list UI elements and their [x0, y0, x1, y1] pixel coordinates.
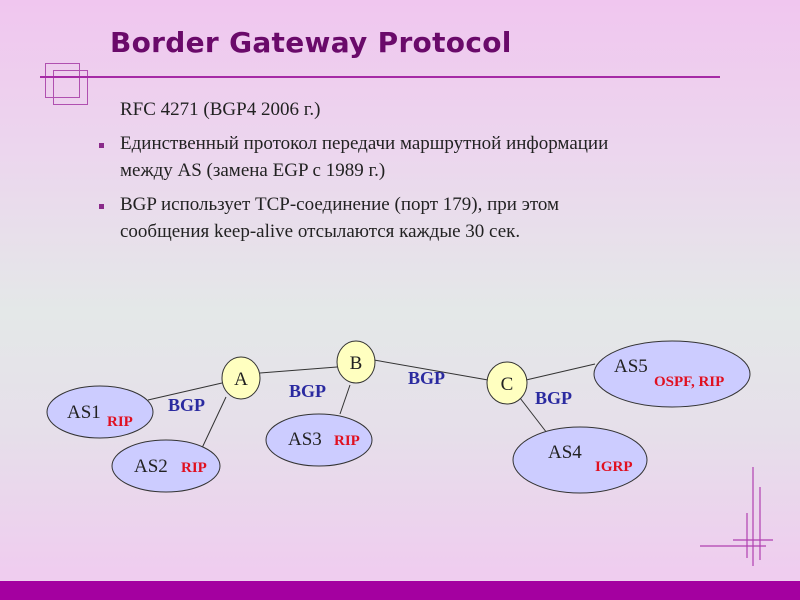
as3-label: AS3	[288, 429, 322, 450]
subtitle: RFC 4271 (BGP4 2006 г.)	[120, 99, 321, 120]
corner-decoration	[700, 467, 773, 566]
router-c-label: C	[501, 374, 514, 395]
router-b-label: B	[350, 353, 363, 374]
link-b-c	[373, 359, 489, 381]
router-a-label: A	[234, 369, 248, 390]
router-a	[221, 356, 261, 400]
as1-protocol: RIP	[107, 414, 133, 430]
as2-label: AS2	[134, 456, 168, 477]
link-as1-a	[147, 382, 223, 401]
as4-node	[512, 426, 648, 494]
bgp-label: BGP	[168, 395, 205, 415]
bgp-label: BGP	[535, 388, 572, 408]
bullet-1-line-2: между AS (замена EGP с 1989 г.)	[120, 160, 386, 181]
router-c	[486, 361, 528, 405]
bullet-2-line-1: BGP использует TCP-соединение (порт 179)…	[120, 194, 560, 215]
link-a-b	[259, 366, 338, 374]
bgp-label: BGP	[289, 381, 326, 401]
as1-node	[46, 385, 154, 439]
as5-label: AS5	[614, 356, 648, 377]
router-b	[336, 340, 376, 384]
as4-protocol: IGRP	[595, 459, 633, 475]
link-c-as4	[519, 397, 548, 434]
as2-node	[111, 439, 221, 493]
as3-node	[265, 413, 373, 467]
link-a-as2	[201, 396, 227, 449]
bgp-label: BGP	[408, 368, 445, 388]
bullet-1-line-1: Единственный протокол передачи маршрутно…	[120, 133, 609, 154]
link-b-as3	[339, 384, 351, 415]
footer-bar	[0, 581, 800, 600]
as5-node	[593, 340, 751, 408]
as5-protocol: OSPF, RIP	[654, 374, 724, 390]
link-c-as5	[525, 363, 596, 381]
slide-title: Border Gateway Protocol	[110, 26, 512, 59]
bullet-marker	[99, 204, 104, 209]
decor-square	[45, 63, 80, 98]
bullet-marker	[99, 143, 104, 148]
as3-protocol: RIP	[334, 433, 360, 449]
as4-label: AS4	[548, 442, 582, 463]
bullet-2-line-2: сообщения keep-alive отсылаются каждые 3…	[120, 221, 521, 242]
decor-square	[53, 70, 88, 105]
as1-label: AS1	[67, 402, 101, 423]
title-rule	[40, 76, 720, 78]
as2-protocol: RIP	[181, 460, 207, 476]
